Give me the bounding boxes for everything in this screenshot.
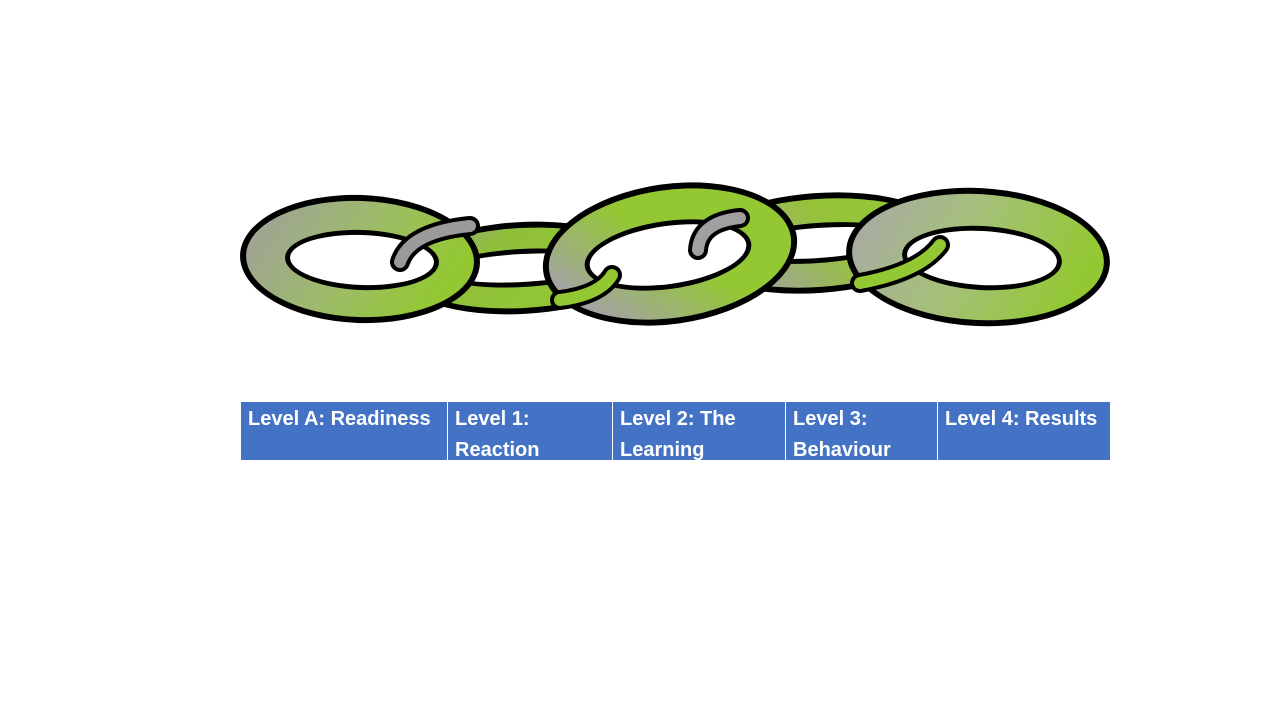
chain-link-3 <box>542 182 798 326</box>
level-a-readiness-cell: Level A: Readiness <box>241 402 448 460</box>
levels-table: Level A: Readiness Level 1: Reaction Lev… <box>241 402 1110 460</box>
chain-link-2-front-segment <box>390 216 622 310</box>
level-3-behaviour-cell: Level 3: Behaviour <box>786 402 938 460</box>
level-2-learning-cell: Level 2: The Learning <box>613 402 786 460</box>
level-4-results-cell: Level 4: Results <box>945 408 1098 430</box>
chain-link-4-front-segment <box>688 208 950 293</box>
level-1-reaction-cell: Level 1: Reaction <box>448 402 613 460</box>
